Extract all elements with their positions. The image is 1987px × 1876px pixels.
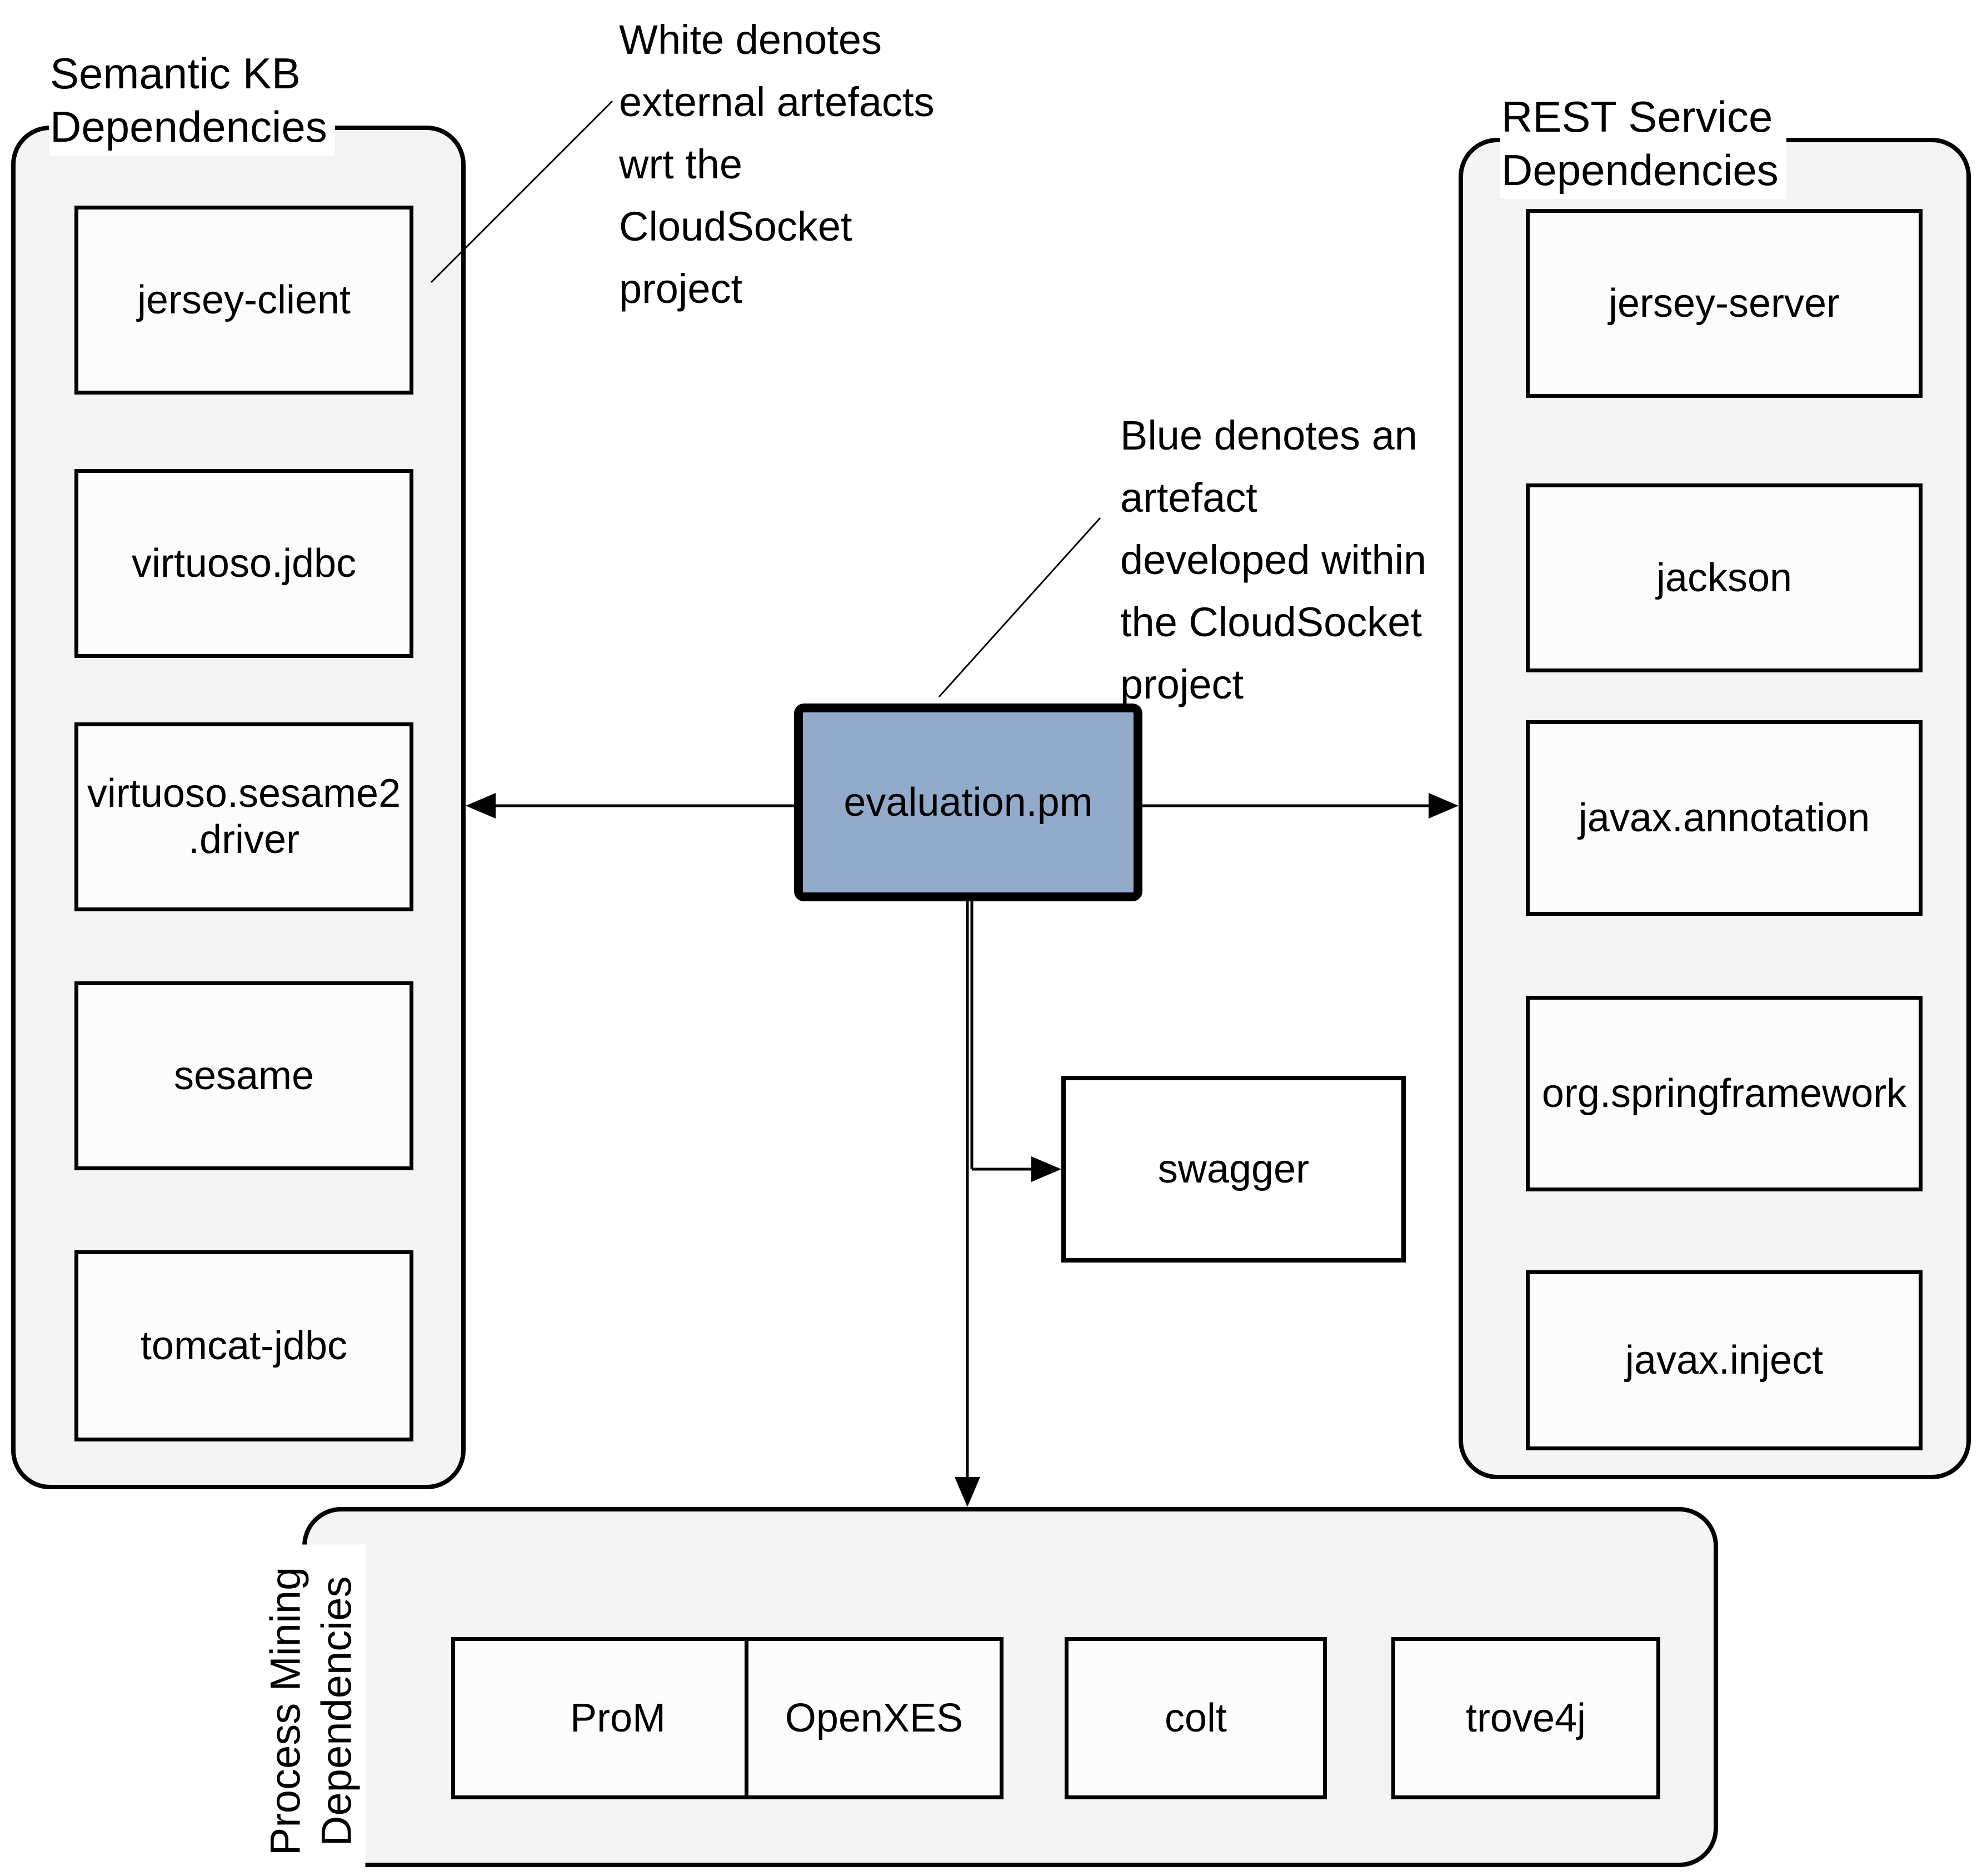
node-tomcat-jdbc: tomcat-jdbc [74, 1250, 413, 1441]
arrow-to-semantic-kb [466, 793, 794, 819]
arrow-to-swagger [970, 901, 1061, 1182]
node-org-springframework: org.springframework [1526, 996, 1923, 1191]
leader-line-blue-note [938, 517, 1101, 698]
node-prom: ProM [451, 1637, 785, 1799]
node-jersey-server: jersey-server [1526, 209, 1923, 398]
node-openxes: OpenXES [745, 1637, 1004, 1799]
arrow-to-rest-service [1142, 793, 1459, 819]
node-javax-annotation: javax.annotation [1526, 720, 1923, 916]
title-semantic-kb-dependencies: Semantic KB Dependencies [49, 44, 335, 156]
title-process-mining-dependencies: Process Mining Dependencies [257, 1544, 366, 1876]
note-white-artefacts: White denotes external artefacts wrt the… [619, 17, 935, 312]
note-blue-artefact: Blue denotes an artefact developed withi… [1120, 412, 1427, 707]
node-sesame: sesame [74, 981, 413, 1170]
node-virtuoso-sesame2-driver: virtuoso.sesame2 .driver [74, 722, 413, 911]
node-jersey-client: jersey-client [74, 206, 413, 395]
node-javax-inject: javax.inject [1526, 1270, 1923, 1450]
node-jackson: jackson [1526, 483, 1923, 672]
arrow-to-process-mining [955, 901, 980, 1507]
node-evaluation-pm: evaluation.pm [794, 704, 1142, 901]
node-virtuoso-jdbc: virtuoso.jdbc [74, 469, 413, 658]
node-swagger: swagger [1061, 1076, 1406, 1263]
node-trove4j: trove4j [1391, 1637, 1660, 1799]
title-rest-service-dependencies: REST Service Dependencies [1500, 88, 1786, 199]
node-colt: colt [1065, 1637, 1327, 1799]
